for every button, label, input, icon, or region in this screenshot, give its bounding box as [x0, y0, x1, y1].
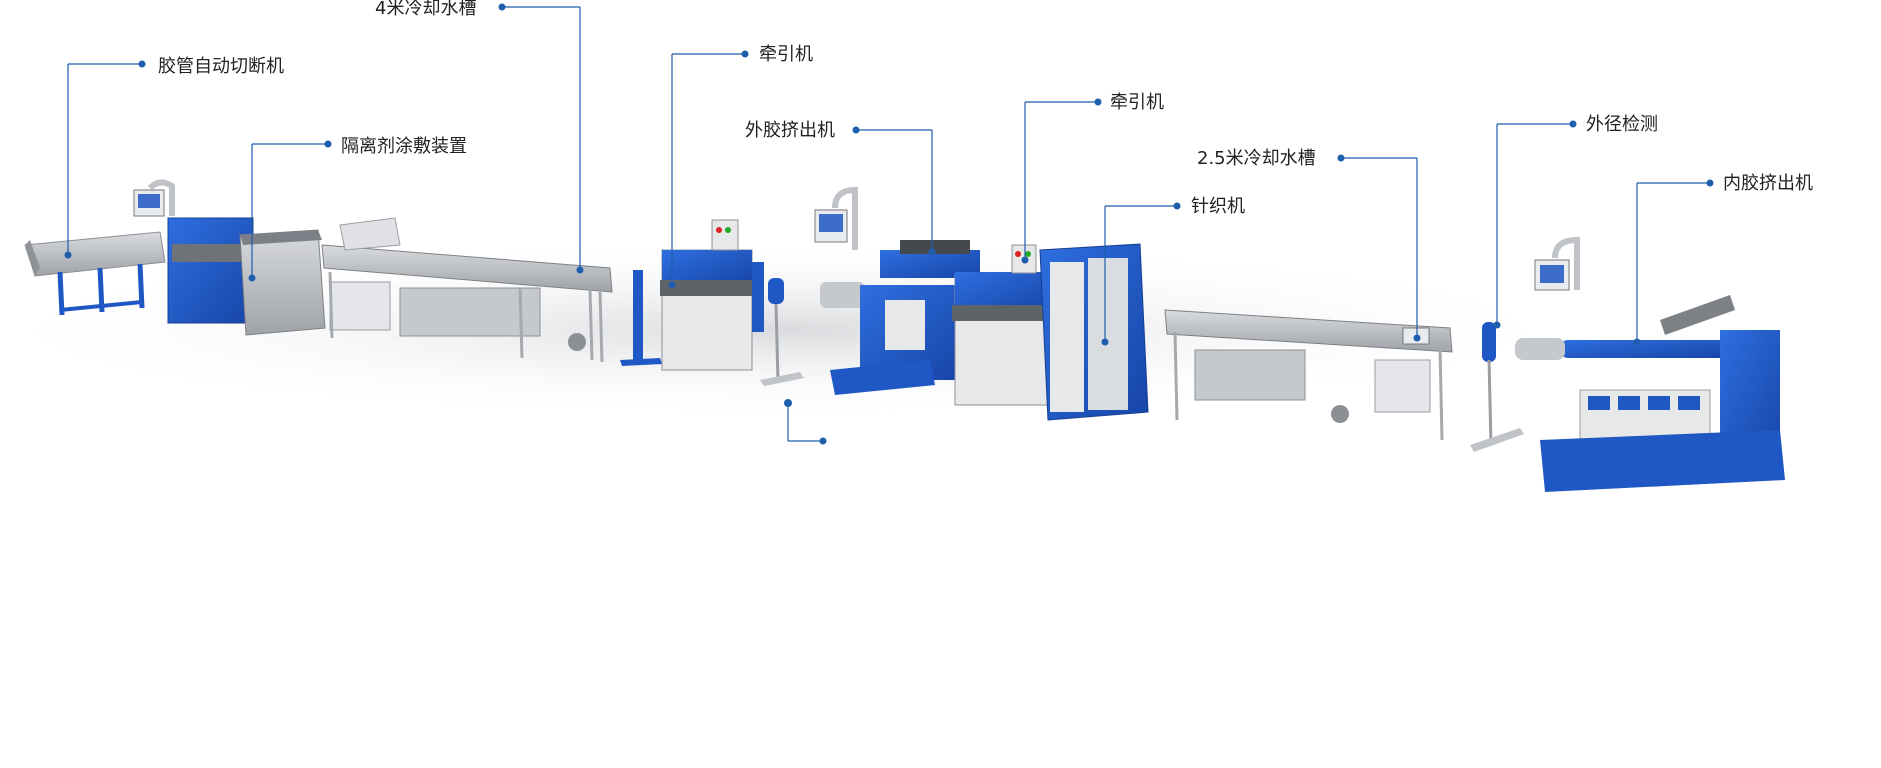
outer-rubber-extruder-machine	[814, 186, 980, 395]
label-hose-cutter: 胶管自动切断机	[158, 56, 284, 77]
label-release-agent-coater: 隔离剂涂敷装置	[341, 136, 467, 157]
od-gauge-stand-1	[620, 270, 662, 366]
label-cooling-tank-2-5m: 2.5米冷却水槽	[1197, 148, 1316, 169]
haul-off-machine-1	[660, 219, 764, 371]
label-cooling-tank-4m: 4米冷却水槽	[375, 0, 477, 19]
cooling-tank-4m-machine	[321, 217, 613, 363]
label-inner-extruder: 内胶挤出机	[1723, 173, 1813, 194]
label-haul-off-1: 牵引机	[759, 44, 813, 65]
inner-rubber-extruder-machine	[1515, 236, 1785, 492]
haul-off-machine-2	[952, 244, 1052, 406]
label-od-gauge-top: 外径检测	[1586, 114, 1658, 135]
cooling-tank-2-5m-machine	[1164, 309, 1453, 441]
label-knitting-machine: 针织机	[1191, 196, 1245, 217]
od-gauge-stand-3	[1470, 322, 1524, 452]
callout-lines	[64, 3, 1714, 445]
knitting-machine	[1039, 243, 1149, 421]
label-outer-extruder: 外胶挤出机	[745, 120, 835, 141]
label-od-gauge-bottom: 外径检测	[833, 431, 905, 452]
od-gauge-stand-2	[760, 278, 804, 386]
label-haul-off-2: 牵引机	[1110, 92, 1164, 113]
release-agent-coater-machine	[239, 229, 326, 336]
hose-cutter-machine	[24, 179, 254, 324]
